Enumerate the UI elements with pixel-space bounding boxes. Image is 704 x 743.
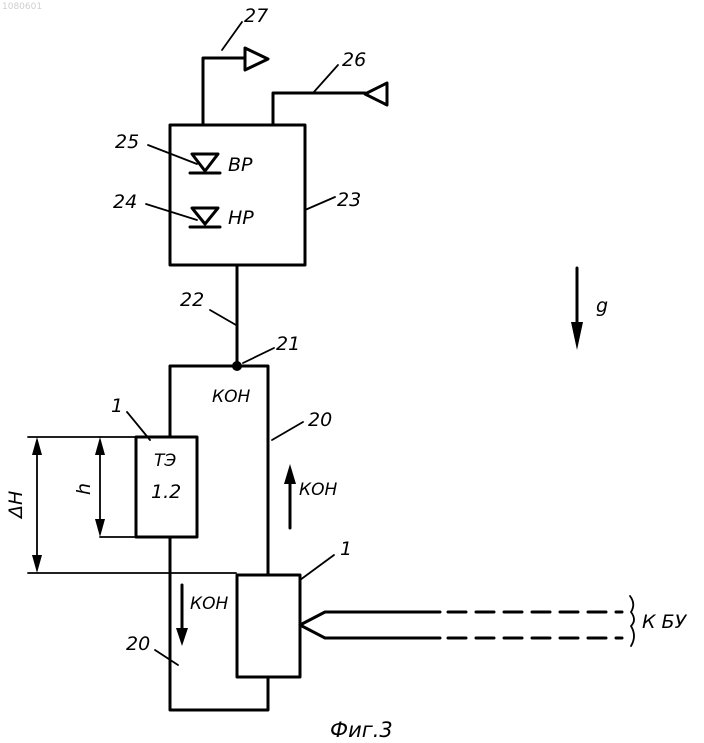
leader-20-right [272, 422, 303, 440]
relay-block-23 [170, 125, 305, 265]
dimension-delta-h [28, 437, 236, 573]
label-te-num: 1.2 [151, 481, 181, 503]
label-20-right: 20 [308, 409, 332, 431]
label-25: 25 [115, 131, 139, 153]
label-br: ВР [228, 154, 253, 176]
control-line-k-bu [300, 596, 634, 646]
output-line-26 [273, 65, 387, 125]
label-delta-h: ΔН [5, 491, 27, 520]
label-kon-top: КОН [212, 387, 250, 407]
output-line-27 [203, 22, 268, 125]
label-g: g [596, 295, 608, 317]
leader-20-left [155, 650, 178, 665]
gravity-arrow [571, 268, 583, 350]
label-kon-left: КОН [190, 594, 228, 614]
label-21: 21 [276, 333, 300, 355]
leader-22 [210, 310, 236, 325]
label-26: 26 [342, 49, 366, 71]
label-24: 24 [113, 191, 137, 213]
label-k-bu: К БУ [642, 611, 688, 633]
label-20-left: 20 [126, 633, 150, 655]
label-23: 23 [337, 189, 361, 211]
figure-caption: Фиг.3 [330, 718, 393, 742]
document-id: 1080601 [2, 2, 42, 12]
leader-23 [305, 197, 335, 210]
label-h: h [73, 483, 95, 495]
label-1-top: 1 [111, 395, 123, 417]
relay-24-symbol [146, 204, 220, 227]
label-nr: НР [228, 207, 254, 229]
label-22: 22 [180, 289, 204, 311]
label-te: ТЭ [154, 451, 176, 471]
sensor-block-1 [237, 575, 300, 677]
dimension-h [95, 437, 136, 537]
leader-21 [243, 348, 274, 363]
label-1-bottom: 1 [340, 538, 352, 560]
relay-25-symbol [148, 145, 220, 173]
label-kon-right: КОН [299, 480, 337, 500]
label-27: 27 [244, 5, 268, 27]
flow-arrow-down [176, 585, 188, 646]
flow-arrow-up [284, 464, 296, 528]
leader-1-bottom [300, 555, 334, 580]
